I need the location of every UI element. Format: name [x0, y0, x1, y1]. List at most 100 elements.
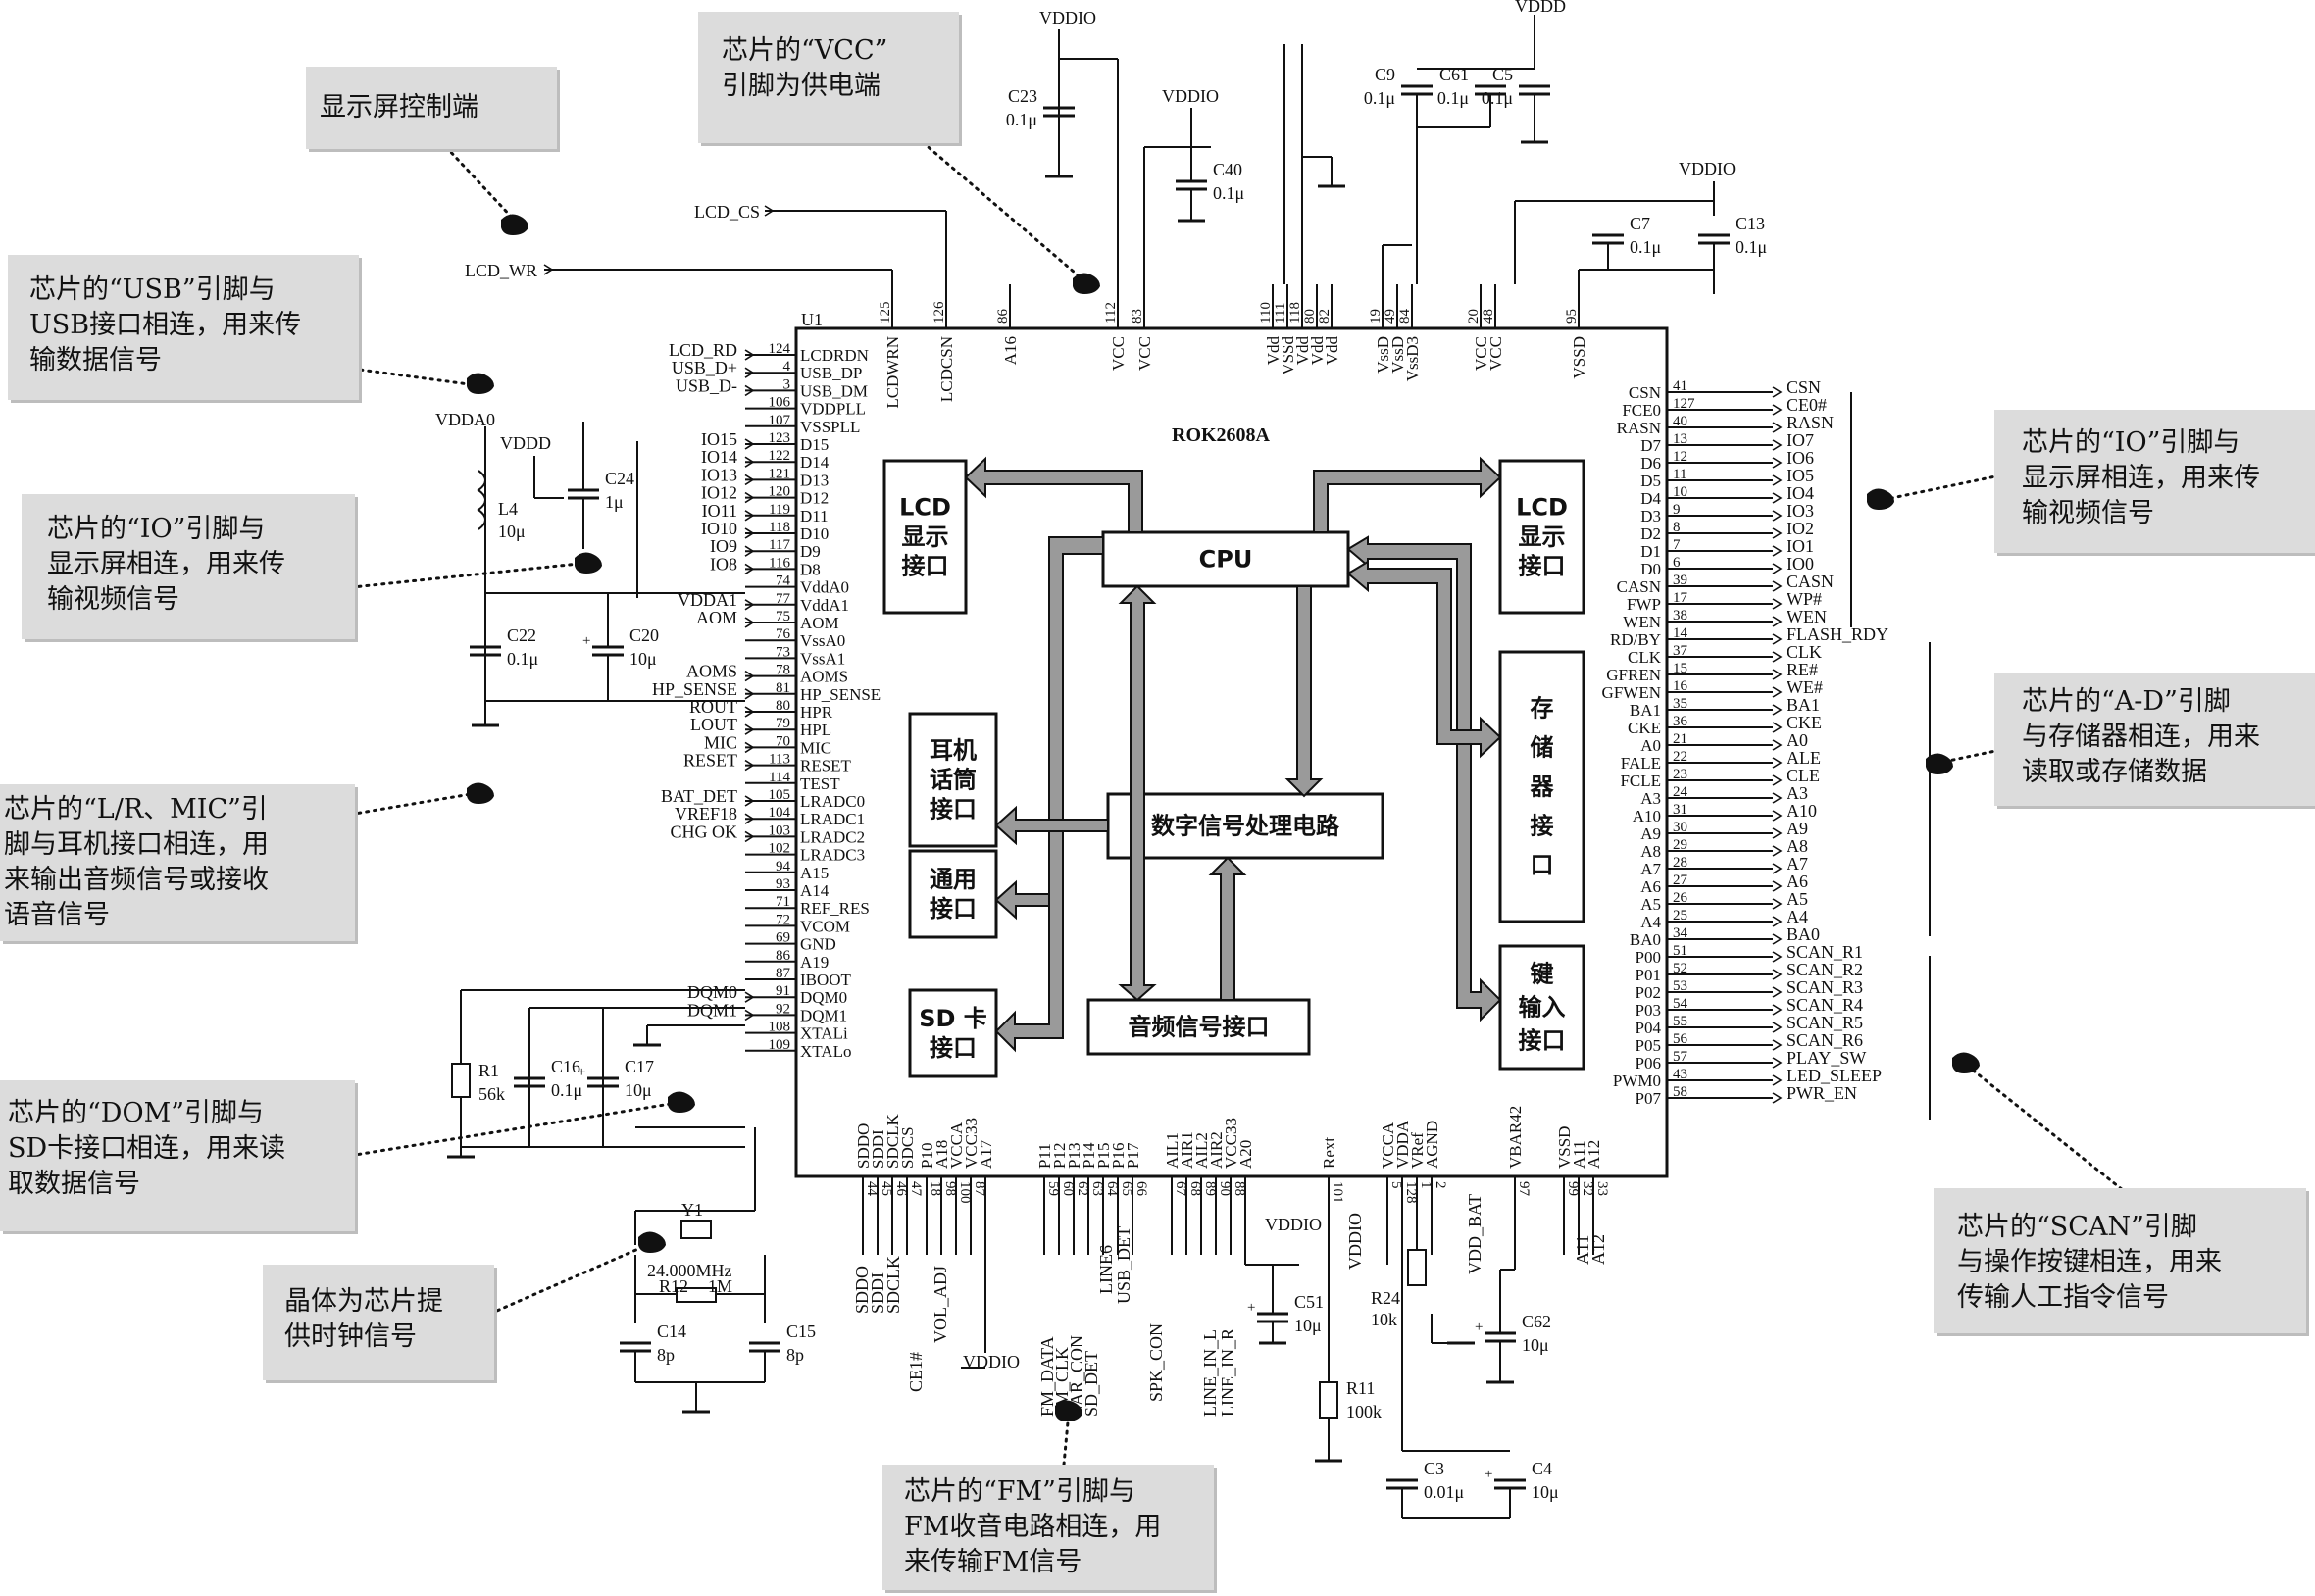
net-spk-con: SPK_CON [1146, 1323, 1166, 1402]
pin-number: 86 [995, 309, 1011, 324]
signal-arrow [1772, 1074, 1783, 1086]
net-vdd-bat: VDD_BAT [1465, 1194, 1485, 1274]
pin-number: 6 [1673, 555, 1681, 571]
c17-ref: C17 [625, 1057, 654, 1076]
pin-number: 107 [769, 413, 791, 428]
net-fm: FM_DATA [1037, 1336, 1057, 1417]
signal-arrow [744, 545, 755, 557]
signal-arrow [1772, 1092, 1783, 1104]
pin-name: D15 [800, 435, 829, 454]
pin-name: P03 [1636, 1001, 1661, 1020]
pin-name: AIR2 [1207, 1131, 1226, 1169]
net-label: VDDA1 [678, 590, 737, 610]
signal-arrow [744, 991, 755, 1003]
c16-ref: C16 [551, 1057, 580, 1076]
pin-name: SDCS [898, 1126, 917, 1169]
pin-name: GFWEN [1602, 683, 1661, 702]
signal-arrow [1772, 598, 1783, 610]
pin-name: D12 [800, 489, 829, 508]
pin-name: SDCLK [883, 1114, 902, 1169]
bus-audio-dsp [1208, 856, 1247, 1001]
pin-name: VCCA [947, 1122, 966, 1169]
bus-cpu-dsp [1284, 585, 1324, 798]
net-label: IO1 [1787, 536, 1814, 556]
pointing-hand-icon [1952, 1052, 1980, 1073]
bus-dsp-earphone [994, 805, 1109, 846]
net-label: AOM [696, 608, 737, 627]
y1-value: 24.000MHz [647, 1261, 732, 1280]
pin-name: VCCA [1379, 1122, 1397, 1169]
pin-number: 3 [783, 376, 791, 392]
net-label: PWR_EN [1787, 1083, 1857, 1103]
signal-arrow [1772, 686, 1783, 698]
pin-number: 49 [1383, 309, 1398, 324]
r24-ref: R24 [1371, 1288, 1400, 1308]
c5-ref: C5 [1492, 65, 1513, 84]
net-label: IO5 [1787, 466, 1814, 485]
c22-ref: C22 [507, 625, 536, 645]
pin-name: Vdd [1264, 336, 1283, 366]
c5-value: 0.1μ [1482, 88, 1513, 108]
pin-name: CLK [1628, 648, 1662, 667]
cpu-block-text: CPU [1199, 546, 1253, 574]
net-a: A11 [1573, 1235, 1592, 1265]
pin-number: 74 [776, 574, 791, 589]
net-label: SCAN_R4 [1787, 995, 1863, 1015]
earphone-block-text: 耳机 [930, 737, 977, 765]
y1-crystal [680, 1220, 712, 1239]
net-a: A12 [1588, 1234, 1608, 1265]
dsp-block-text: 数字信号处理电路 [1151, 813, 1340, 840]
r11-resistor [1319, 1381, 1338, 1419]
pin-name: A15 [800, 864, 829, 882]
signal-arrow [1772, 880, 1783, 892]
signal-arrow [1772, 510, 1783, 522]
pin-number: 17 [1673, 590, 1688, 606]
pin-name: LRADC1 [800, 810, 865, 828]
pin-name: A6 [1640, 877, 1661, 896]
pin-name: AGND [1423, 1121, 1441, 1169]
signal-arrow [744, 688, 755, 700]
c4-ref: C4 [1532, 1459, 1552, 1478]
pin-number: 118 [769, 520, 790, 535]
lcd-right-block-text: 显示 [1519, 524, 1566, 551]
pin-number: 121 [769, 466, 791, 481]
net-usb-det: USB_DET [1114, 1226, 1133, 1304]
net-fm: EAR_CON [1067, 1335, 1086, 1417]
pin-name: D11 [800, 507, 829, 525]
pin-number: 13 [1673, 431, 1687, 447]
signal-arrow [744, 617, 755, 628]
pointing-hand-icon [467, 373, 494, 394]
pin-name: Vdd [1323, 336, 1341, 366]
pin-number: 89 [1202, 1181, 1218, 1196]
pin-number: 11 [1673, 467, 1686, 482]
r12-value: 1M [708, 1276, 732, 1296]
net-label: IO7 [1787, 430, 1814, 450]
pin-number: 104 [769, 805, 791, 821]
signal-arrow [1772, 863, 1783, 874]
pin-number: 35 [1673, 696, 1687, 712]
pin-name: VDDA [1393, 1120, 1412, 1169]
pin-number: 125 [878, 302, 893, 324]
net-label: PLAY_SW [1787, 1048, 1866, 1068]
signal-arrow [1772, 1004, 1783, 1016]
bus-cpu-sd [994, 536, 1104, 1053]
pin-number: 86 [776, 948, 791, 964]
annotation-io-right: 芯片的“IO”引脚与显示屏相连，用来传输视频信号 [1994, 410, 2315, 553]
signal-arrow [1772, 527, 1783, 539]
c20-value: 10μ [629, 649, 657, 669]
pin-name: D0 [1640, 560, 1661, 578]
pin-number: 80 [776, 698, 790, 714]
pin-name: Vdd [1308, 336, 1327, 366]
net-label: IO10 [701, 519, 737, 538]
pin-name: AIL1 [1163, 1132, 1182, 1169]
net-ce1: CE1# [906, 1352, 926, 1392]
net-label: AOMS [686, 662, 737, 681]
pin-number: 54 [1673, 996, 1688, 1012]
pin-name: D7 [1640, 436, 1661, 455]
pin-name: FCLE [1620, 772, 1661, 790]
pin-name: BA0 [1630, 930, 1661, 949]
pin-number: 46 [893, 1181, 909, 1197]
pin-name: D3 [1640, 507, 1661, 525]
net-label: USB_D+ [672, 358, 737, 377]
